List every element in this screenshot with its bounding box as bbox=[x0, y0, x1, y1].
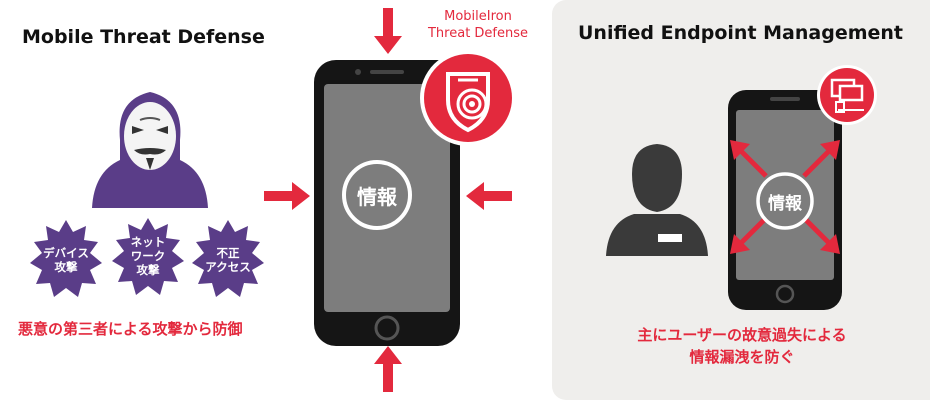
mtd-caption: 悪意の第三者による攻撃から防御 bbox=[18, 320, 243, 338]
arrow-right-icon bbox=[466, 182, 512, 210]
mtd-info-circle-icon bbox=[342, 160, 412, 230]
mtd-title: Mobile Threat Defense bbox=[22, 26, 265, 48]
threat-device-attack: デバイス攻撃 bbox=[43, 246, 89, 274]
outgoing-arrows bbox=[730, 140, 840, 254]
arrow-left-icon bbox=[264, 182, 310, 210]
threat-defense-badge-icon bbox=[420, 50, 516, 146]
threat-badges bbox=[30, 218, 264, 297]
uem-info-label: 情報 bbox=[768, 193, 802, 214]
uem-info-circle-icon bbox=[756, 172, 814, 230]
uem-phone bbox=[728, 90, 842, 310]
uem-caption: 主にユーザーの故意過失による 情報漏洩を防ぐ bbox=[592, 324, 892, 368]
threat-badge-1-icon bbox=[30, 220, 102, 297]
arrow-bottom-icon bbox=[374, 346, 402, 392]
threat-badge-2-icon bbox=[112, 218, 184, 295]
arrow-lr-icon bbox=[820, 234, 840, 254]
arrow-top-icon bbox=[374, 8, 402, 54]
user-icon bbox=[606, 144, 708, 256]
threat-unauthorized-access: 不正アクセス bbox=[205, 246, 251, 274]
arrow-ll-icon bbox=[730, 234, 750, 254]
product-label: MobileIron Threat Defense bbox=[408, 8, 548, 42]
mtd-info-label: 情報 bbox=[357, 184, 397, 209]
arrow-ul-icon bbox=[730, 140, 750, 160]
uem-caption-line1: 主にユーザーの故意過失による bbox=[637, 326, 847, 344]
product-label-line2: Threat Defense bbox=[427, 26, 529, 41]
uem-title: Unified Endpoint Management bbox=[578, 22, 904, 44]
mtd-phone bbox=[314, 60, 460, 346]
arrow-ur-icon bbox=[820, 140, 840, 160]
incoming-threat-arrows bbox=[264, 8, 512, 392]
devices-badge-icon bbox=[817, 65, 877, 125]
threat-badge-3-icon bbox=[192, 220, 264, 297]
product-label-line1: MobileIron bbox=[444, 9, 512, 24]
hacker-icon bbox=[92, 92, 208, 208]
threat-network-attack: ネットワーク攻撃 bbox=[130, 235, 166, 277]
uem-caption-line2: 情報漏洩を防ぐ bbox=[689, 348, 795, 366]
